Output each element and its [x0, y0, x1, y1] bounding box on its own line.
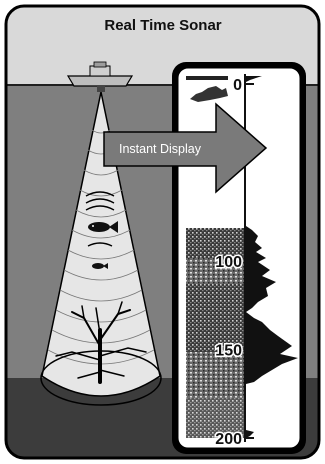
- instant-display-label: Instant Display: [119, 142, 202, 156]
- depth-label-100: 100: [215, 254, 242, 271]
- depth-tick: [246, 260, 254, 262]
- depth-label-200: 200: [215, 431, 242, 448]
- depth-tick: [246, 349, 254, 351]
- depth-label-150: 150: [215, 343, 242, 360]
- depth-tick: [246, 83, 254, 85]
- diagram-title: Real Time Sonar: [104, 17, 221, 34]
- sonar-display: 0 100 150 200: [172, 62, 306, 454]
- depth-tick: [246, 437, 254, 439]
- depth-label-0: 0: [233, 77, 242, 94]
